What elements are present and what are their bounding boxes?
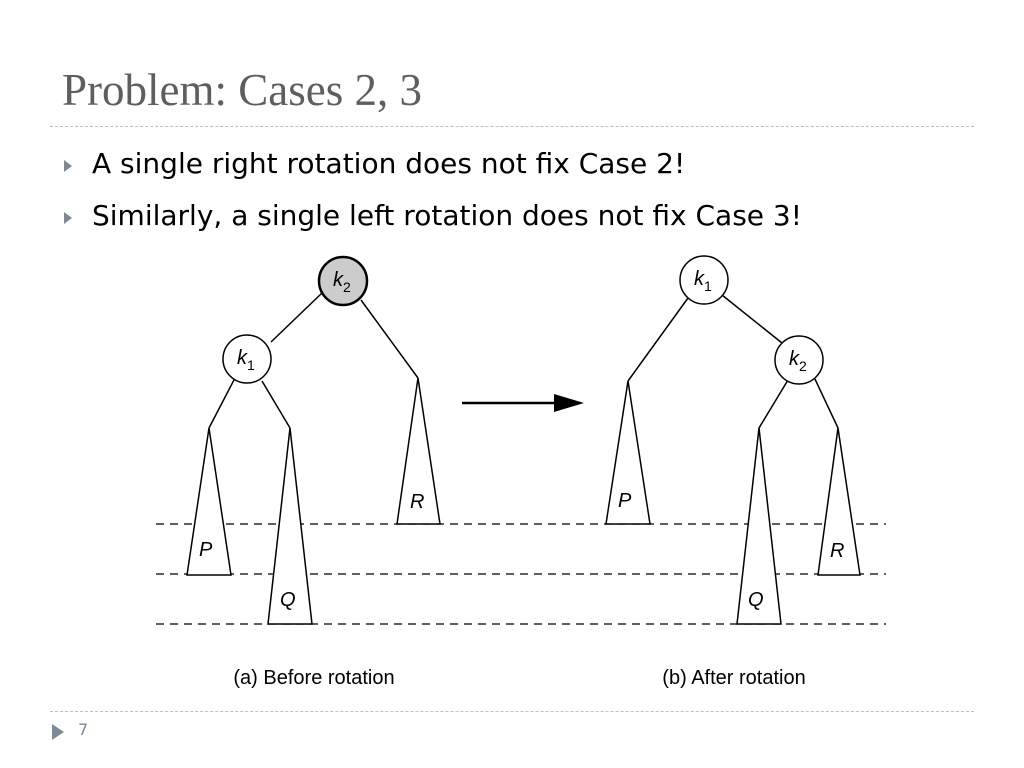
node-child <box>774 335 824 385</box>
after-labels: k1 k2 P Q R <box>618 268 844 611</box>
subtree-label: R <box>410 491 424 513</box>
edge <box>813 376 839 429</box>
edge <box>627 297 689 382</box>
before-tree <box>186 255 441 625</box>
captions: (a) Before rotation (b) After rotation <box>233 667 805 689</box>
node-root-highlighted <box>317 255 369 307</box>
arrow-right-icon <box>462 394 584 412</box>
edge <box>270 292 323 343</box>
subtree-p-triangle <box>186 427 232 576</box>
edge <box>721 294 783 344</box>
subtree-label: Q <box>280 589 296 611</box>
node-label: k2 <box>789 348 807 374</box>
edge <box>261 380 291 429</box>
subtree-r-triangle <box>396 377 441 525</box>
node-label: k2 <box>333 269 351 295</box>
node-root <box>679 255 729 305</box>
node-label: k1 <box>694 268 712 294</box>
node-label: k1 <box>237 347 255 373</box>
edge <box>360 299 419 379</box>
subtree-label: P <box>618 490 632 512</box>
subtree-r-triangle <box>817 427 861 576</box>
subtree-label: P <box>199 539 213 561</box>
footer-divider <box>50 711 974 712</box>
before-labels: k2 k1 P Q R <box>199 269 424 611</box>
bullet-text: A single right rotation does not fix Cas… <box>92 147 686 180</box>
page-number: 7 <box>78 720 89 739</box>
title-divider <box>50 126 974 127</box>
bullet-arrow-icon <box>64 160 72 172</box>
bullet-arrow-icon <box>64 212 72 224</box>
subtree-q-triangle <box>267 427 313 625</box>
subtree-q-triangle <box>736 427 782 625</box>
subtree-p-triangle <box>605 380 651 525</box>
caption-before: (a) Before rotation <box>233 667 394 689</box>
node-child <box>222 334 272 384</box>
subtree-label: R <box>830 540 844 562</box>
subtree-label: Q <box>748 589 764 611</box>
bullet-text: Similarly, a single left rotation does n… <box>92 199 802 232</box>
edge <box>208 377 236 429</box>
edge <box>758 379 789 429</box>
footer-arrow-icon <box>52 724 64 740</box>
after-tree <box>605 255 861 625</box>
slide-title: Problem: Cases 2, 3 <box>62 65 422 115</box>
caption-after: (b) After rotation <box>662 667 805 689</box>
